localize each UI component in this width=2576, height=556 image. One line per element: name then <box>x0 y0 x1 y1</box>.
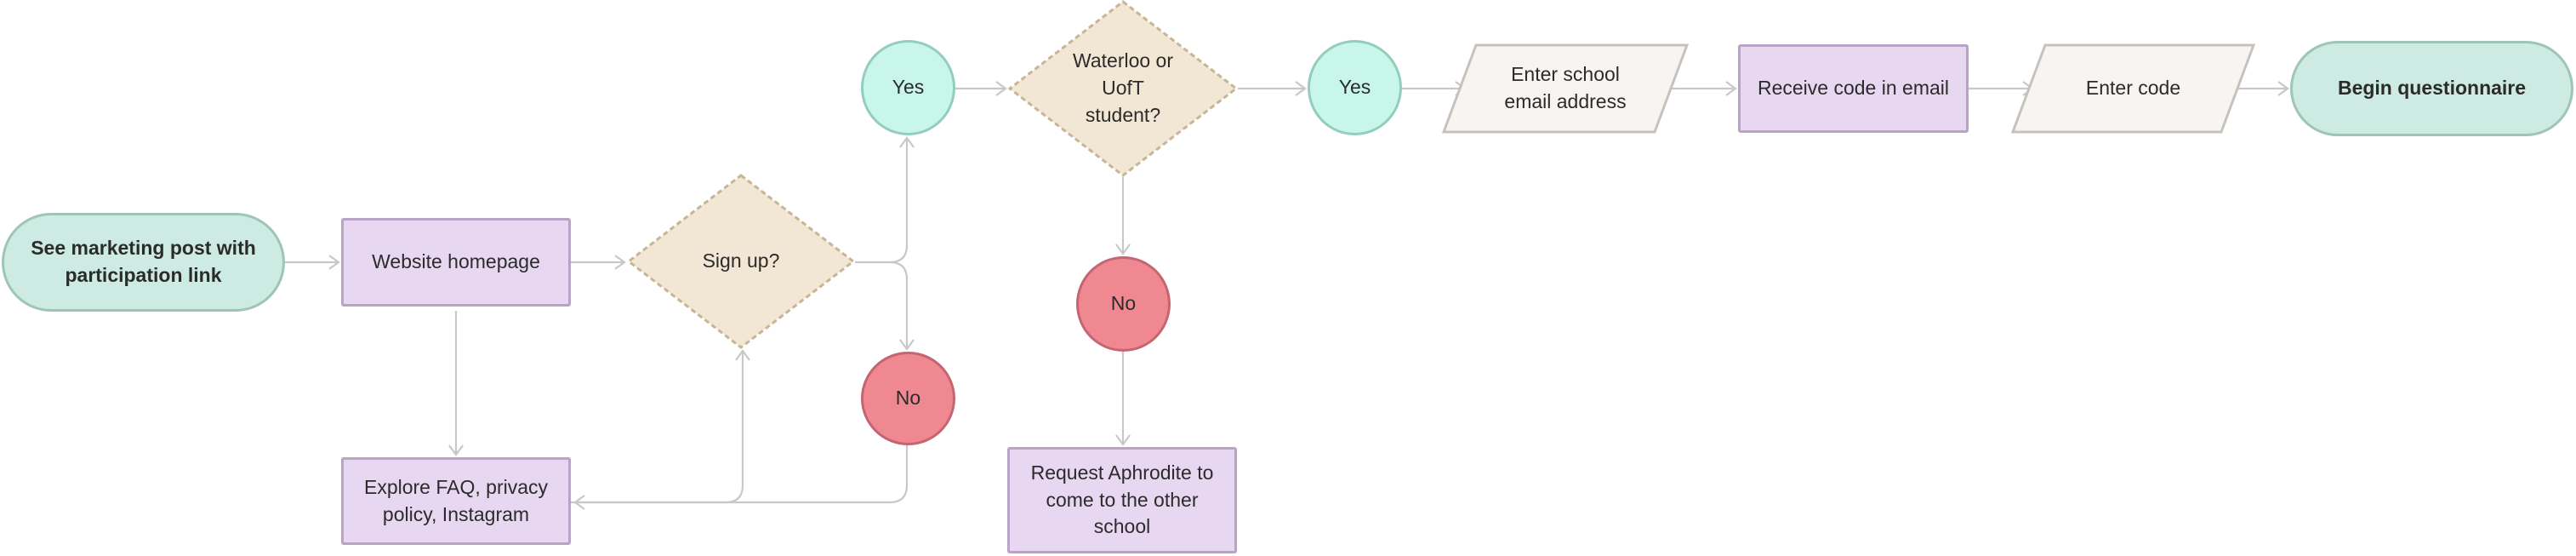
parallelogram-shape <box>1442 43 1689 134</box>
receive-code-process: Receive code in email <box>1738 44 1969 133</box>
start-terminal: See marketing post with participation li… <box>2 213 285 312</box>
enter-code-io: Enter code <box>2011 43 2255 134</box>
enter-email-label: Enter school email address <box>1504 63 1627 112</box>
student-yes-circle: Yes <box>1308 40 1402 135</box>
explore-label: Explore FAQ, privacy policy, Instagram <box>363 475 549 525</box>
homepage-process: Website homepage <box>341 218 571 307</box>
receive-code-label: Receive code in email <box>1757 77 1949 100</box>
edge-no-to-explore <box>573 445 909 510</box>
parallelogram-shape <box>2011 43 2255 134</box>
end-label: Begin questionnaire <box>2337 77 2527 100</box>
signup-yes-circle: Yes <box>861 40 955 135</box>
student-decision: Waterloo or UofT student? <box>1008 0 1238 177</box>
edge-signup-to-no <box>889 261 915 351</box>
student-label: Waterloo or UofT student? <box>1072 49 1174 126</box>
explore-process: Explore FAQ, privacy policy, Instagram <box>341 457 571 545</box>
student-no-circle: No <box>1076 256 1171 352</box>
signup-yes-label: Yes <box>892 76 925 99</box>
edge-explore-to-signup <box>571 349 750 504</box>
signup-no-label: No <box>895 387 921 410</box>
student-no-label: No <box>1110 292 1137 315</box>
diamond-shape <box>627 174 855 349</box>
homepage-label: Website homepage <box>372 250 540 273</box>
edge-signup-to-yes <box>855 136 915 264</box>
start-label: See marketing post with participation li… <box>31 237 256 286</box>
request-label: Request Aphrodite to come to the other s… <box>1030 461 1214 538</box>
diamond-shape <box>1008 0 1238 177</box>
signup-no-circle: No <box>861 352 955 445</box>
request-process: Request Aphrodite to come to the other s… <box>1007 447 1237 553</box>
signup-label: Sign up? <box>702 249 780 272</box>
enter-email-io: Enter school email address <box>1442 43 1689 134</box>
student-yes-label: Yes <box>1338 76 1371 99</box>
signup-decision: Sign up? <box>627 174 855 349</box>
end-terminal: Begin questionnaire <box>2290 41 2573 136</box>
enter-code-label: Enter code <box>2085 77 2181 100</box>
